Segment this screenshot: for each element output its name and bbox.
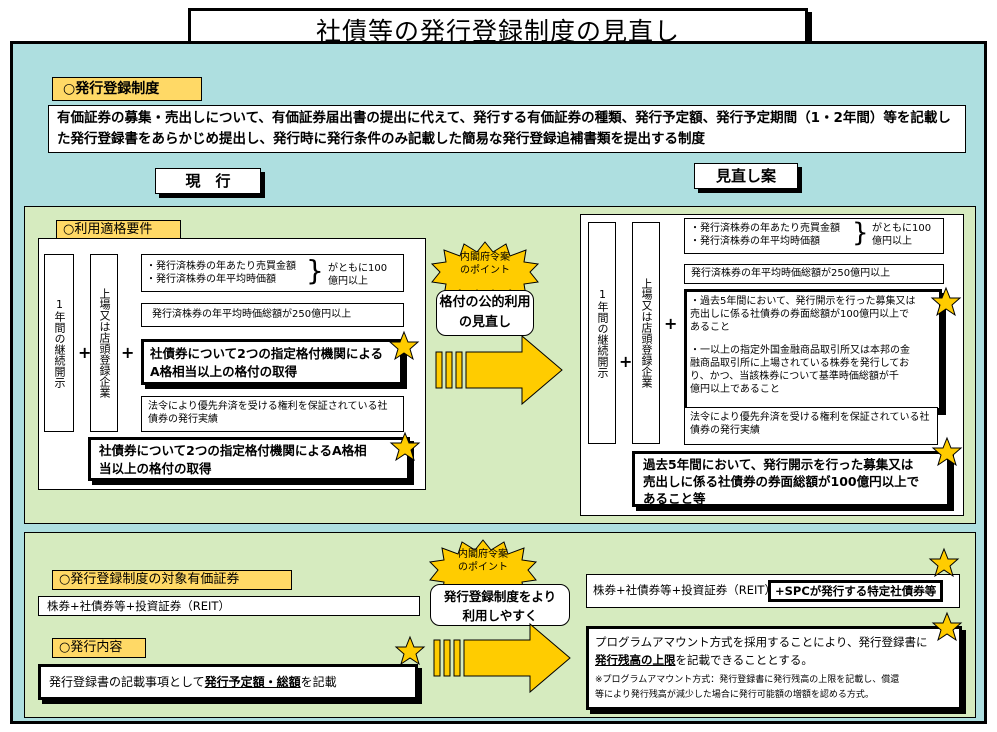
current-criteria-line1: ・発行済株券の年あたり売買金額 bbox=[146, 261, 296, 272]
current-guarantee: 法令により優先弁済を受ける権利を保証されている社 債券の発行実績 bbox=[141, 396, 404, 432]
current-rating-box: 社債券について2つの指定格付機関による A格相当以上の格付の取得 bbox=[141, 339, 403, 385]
content-proposal-note: ※プログラムアマウント方式：発行登録書に発行残高の上限を記載し、償還 等により発… bbox=[595, 675, 900, 700]
content-proposal-c: を記載できることとする。 bbox=[675, 653, 813, 667]
star-icon bbox=[931, 611, 963, 642]
current-listed-company: 上場又は店頭登録企業 bbox=[90, 254, 118, 432]
current-continuous-disclosure: 1年間の継続開示 bbox=[44, 254, 74, 432]
plus-sign: + bbox=[121, 343, 135, 362]
plus-sign: + bbox=[78, 343, 92, 362]
current-market-cap: 発行済株券の年平均時価総額が250億円以上 bbox=[141, 303, 404, 327]
content-proposal-a: プログラムアマウント方式を採用することにより、発行登録書に bbox=[595, 635, 928, 649]
proposal-criteria-box bbox=[684, 218, 944, 254]
content-current-a: 発行登録書の記載事項として bbox=[49, 675, 205, 689]
point-burst-text: 内閣府令案 のポイント bbox=[458, 549, 508, 573]
proposal-new-criteria bbox=[684, 289, 942, 411]
plus-sign: + bbox=[664, 314, 678, 333]
scope-label: ○発行登録制度の対象有価証券 bbox=[52, 570, 292, 590]
proposal-header: 見直し案 bbox=[694, 163, 798, 189]
current-criteria-line2: ・発行済株券の年平均時価額 bbox=[146, 274, 276, 285]
arrow-right bbox=[433, 622, 571, 694]
intro-text: 有価証券の募集・売出しについて、有価証券届出書の提出に代えて、発行する有価証券の… bbox=[48, 105, 966, 153]
star-icon bbox=[931, 436, 963, 467]
current-header: 現 行 bbox=[155, 168, 261, 194]
proposal-criteria-line2: ・発行済株券の年平均時価額 bbox=[690, 236, 820, 247]
arrow-right bbox=[435, 334, 563, 406]
proposal-new-criteria-2: ・一以上の指定外国金融商品取引所又は本邦の金 融商品取引所に上場されている株券を… bbox=[690, 345, 910, 395]
content-proposal: プログラムアマウント方式を採用することにより、発行登録書に 発行残高の上限を記載… bbox=[586, 626, 962, 710]
current-criteria-box bbox=[141, 254, 404, 292]
scope-proposal-base: 株券+社債券等+投資証券（REIT） bbox=[593, 583, 776, 597]
point-text: 発行登録制度をより 利用しやすく bbox=[430, 584, 570, 626]
intro-label: ○発行登録制度 bbox=[52, 77, 202, 101]
proposal-market-cap: 発行済株券の年平均時価総額が250億円以上 bbox=[684, 264, 944, 284]
scope-current: 株券+社債券等+投資証券（REIT） bbox=[38, 596, 420, 616]
content-proposal-main: プログラムアマウント方式を採用することにより、発行登録書に 発行残高の上限を記載… bbox=[595, 633, 953, 669]
proposal-guarantee: 法令により優先弁済を受ける権利を保証されている社 債券の発行実績 bbox=[684, 407, 938, 445]
content-current-b: 発行予定額・総額 bbox=[204, 675, 301, 689]
point-text: 格付の公的利用 の見直し bbox=[436, 290, 534, 336]
proposal-big-criteria: 過去5年間において、発行開示を行った募集又は 売出しに係る社債券の券面総額が10… bbox=[632, 451, 950, 507]
current-rating-box-2: 社債券について2つの指定格付機関によるA格相 当以上の格付の取得 bbox=[88, 437, 410, 481]
point-burst-text: 内閣府令案 のポイント bbox=[460, 252, 510, 276]
content-current: 発行登録書の記載事項として発行予定額・総額を記載 bbox=[38, 664, 418, 700]
star-icon bbox=[930, 286, 962, 317]
star-icon bbox=[388, 330, 420, 361]
plus-sign: + bbox=[619, 352, 633, 371]
star-icon bbox=[928, 547, 960, 578]
requirements-label: ○利用適格要件 bbox=[56, 220, 181, 240]
proposal-continuous-disclosure: 1年間の継続開示 bbox=[588, 222, 616, 444]
proposal-criteria-line1: ・発行済株券の年あたり売買金額 bbox=[690, 223, 840, 234]
star-icon bbox=[394, 635, 426, 666]
proposal-criteria-note: がともに100 億円以上 bbox=[872, 223, 932, 247]
content-label: ○発行内容 bbox=[52, 638, 146, 658]
star-icon bbox=[389, 431, 421, 462]
content-current-c: を記載 bbox=[300, 675, 337, 689]
proposal-listed-company: 上場又は店頭登録企業 bbox=[632, 222, 660, 444]
brace: } bbox=[306, 254, 324, 287]
content-proposal-b: 発行残高の上限 bbox=[595, 653, 676, 667]
scope-proposal-add: +SPCが発行する特定社債券等 bbox=[768, 580, 944, 602]
current-criteria-note: がともに100 億円以上 bbox=[328, 263, 388, 287]
brace: } bbox=[852, 218, 869, 248]
proposal-new-criteria-1: ・過去5年間において、発行開示を行った募集又は 売出しに係る社債券の券面総額が1… bbox=[690, 296, 916, 333]
